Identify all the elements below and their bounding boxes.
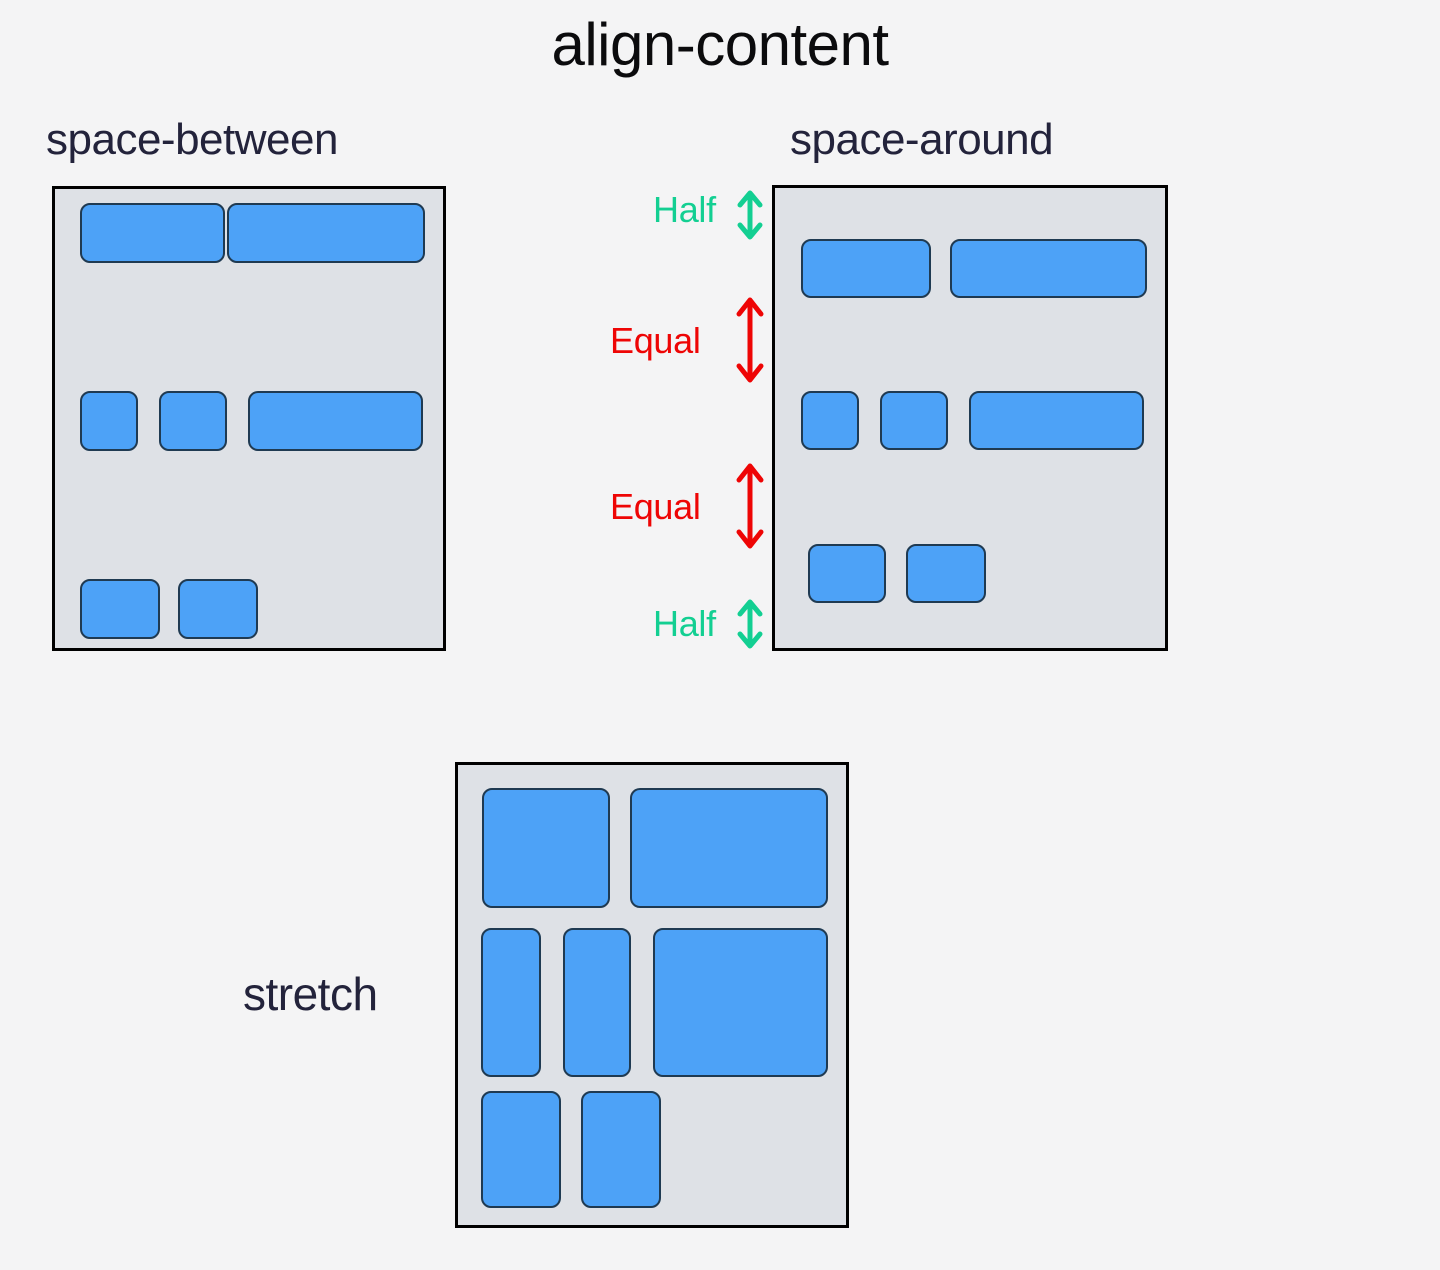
flex-item xyxy=(969,391,1144,450)
annotation-equal-upper-label: Equal xyxy=(610,320,701,361)
flex-item xyxy=(178,579,258,639)
annotation-half-top-label: Half xyxy=(653,189,716,230)
flex-item xyxy=(227,203,425,263)
section-label-stretch: stretch xyxy=(243,968,378,1020)
flex-item xyxy=(906,544,986,603)
flex-item xyxy=(159,391,227,451)
flex-container-stretch xyxy=(455,762,849,1228)
flex-item xyxy=(481,928,541,1077)
flex-container-space-around xyxy=(772,185,1168,651)
section-label-space-between: space-between xyxy=(46,115,338,164)
flex-item xyxy=(801,391,859,450)
flex-item xyxy=(481,1091,561,1208)
annotation-equal-lower-label: Equal xyxy=(610,486,701,527)
annotation-half-bottom-label: Half xyxy=(653,603,716,644)
double-arrow-vertical-equal-lower-icon xyxy=(735,462,765,550)
flex-item xyxy=(950,239,1147,298)
page-title: align-content xyxy=(551,11,889,78)
section-label-space-around: space-around xyxy=(790,115,1054,164)
flex-item xyxy=(248,391,423,451)
double-arrow-vertical-equal-upper-icon xyxy=(735,296,765,384)
flex-item xyxy=(80,579,160,639)
flex-item xyxy=(80,203,225,263)
flex-item xyxy=(653,928,828,1077)
flex-item xyxy=(630,788,828,908)
flex-item xyxy=(880,391,948,450)
flex-item xyxy=(808,544,886,603)
flex-item xyxy=(482,788,610,908)
flex-container-space-between xyxy=(52,186,446,651)
double-arrow-vertical-half-top-icon xyxy=(735,189,765,241)
flex-item xyxy=(563,928,631,1077)
flex-item xyxy=(801,239,931,298)
double-arrow-vertical-half-bottom-icon xyxy=(735,598,765,650)
flex-item xyxy=(581,1091,661,1208)
flex-item xyxy=(80,391,138,451)
